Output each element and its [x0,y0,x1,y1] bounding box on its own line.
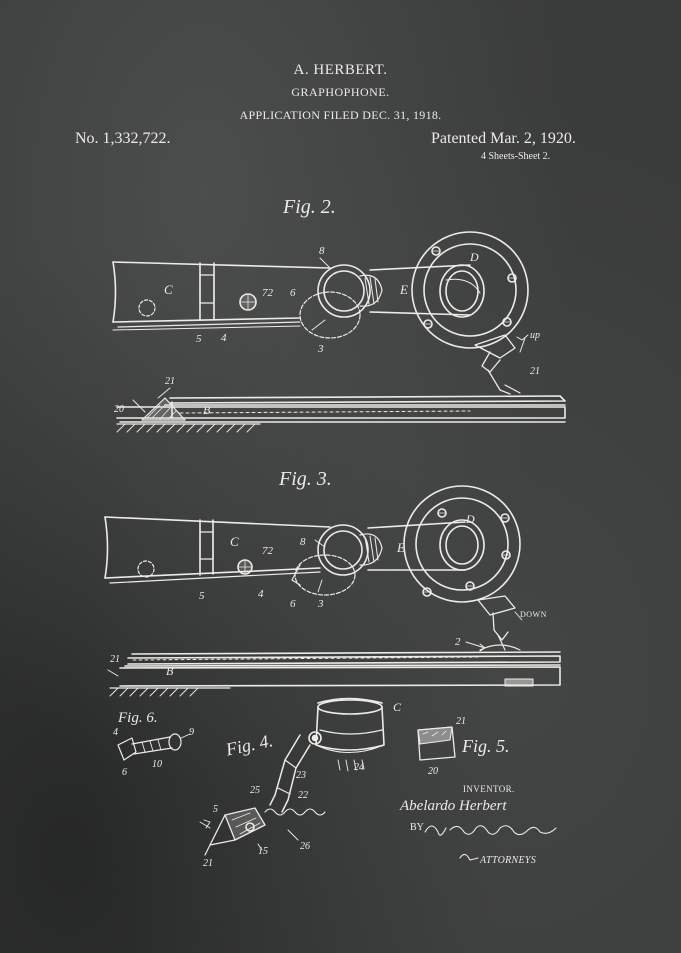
fig3-label-down: DOWN [520,610,547,619]
inventor-label: INVENTOR. [463,784,515,794]
fig5-label-20: 20 [428,766,438,777]
fig4-label-25: 25 [250,785,260,796]
fig3-label-72: 72 [262,545,273,557]
figure-3-drawing [105,486,560,696]
fig3-label-e: E [397,540,405,555]
fig3-label-8: 8 [300,536,306,548]
fig4-label-23: 23 [296,770,306,781]
figure-6-drawing [118,734,190,760]
fig2-label-d: D [470,250,479,264]
fig6-label-4: 4 [113,727,118,738]
figure-2-title: Fig. 2. [283,196,336,218]
fig2-label-20: 20 [114,404,124,415]
inventor-signature: Abelardo Herbert [400,798,507,814]
fig2-label-e: E [400,282,408,297]
figure-6-title: Fig. 6. [118,710,158,726]
fig4-label-c: C [393,700,402,714]
figure-5-drawing [418,727,455,760]
fig2-label-c: C [164,282,173,297]
fig3-label-4: 4 [258,588,264,600]
fig6-label-6: 6 [122,767,127,778]
by-label: BY [410,822,424,833]
patent-title: GRAPHOPHONE. [291,85,390,99]
fig3-label-2: 2 [455,636,461,648]
fig2-label-5: 5 [196,333,202,345]
fig2-label-up: up [530,330,540,341]
fig5-label-21: 21 [456,716,466,727]
fig3-label-3: 3 [318,598,324,610]
fig4-label-24: 24 [354,762,364,773]
fig3-label-21: 21 [110,654,120,665]
fig2-label-4: 4 [221,332,227,344]
application-filed: APPLICATION FILED DEC. 31, 1918. [239,108,442,122]
figure-3-title: Fig. 3. [279,468,332,490]
figure-2-drawing [113,232,565,432]
patent-number: No. 1,332,722. [75,130,171,147]
fig2-label-8: 8 [319,245,325,257]
fig2-label-6: 6 [290,287,296,299]
fig4-label-5: 5 [213,804,218,815]
attorneys-label: ATTORNEYS [480,855,537,866]
fig3-label-6: 6 [290,598,296,610]
fig4-label-21: 21 [203,858,213,869]
fig2-label-72: 72 [262,287,273,299]
fig3-label-d: D [466,512,475,526]
fig2-label-3: 3 [318,343,324,355]
sheets-count: 4 Sheets-Sheet 2. [481,151,551,162]
fig2-label-21: 21 [165,376,175,387]
attorney-signature [425,826,556,835]
fig6-label-10: 10 [152,759,162,770]
fig3-label-b: B [166,664,174,678]
inventor-name-header: A. HERBERT. [293,62,388,78]
fig2-label-21-needle: 21 [530,366,540,377]
fig4-label-26: 26 [300,841,310,852]
fig6-label-9: 9 [189,727,194,738]
fig4-label-15: 15 [258,846,268,857]
fig4-label-22: 22 [298,790,308,801]
figure-4-drawing [200,699,384,856]
fig3-label-5: 5 [199,590,205,602]
attorney-initials [460,854,478,860]
fig2-label-b: B [203,403,211,417]
patented-date: Patented Mar. 2, 1920. [431,130,576,147]
fig3-label-c: C [230,534,239,549]
figure-5-title: Fig. 5. [462,736,510,756]
